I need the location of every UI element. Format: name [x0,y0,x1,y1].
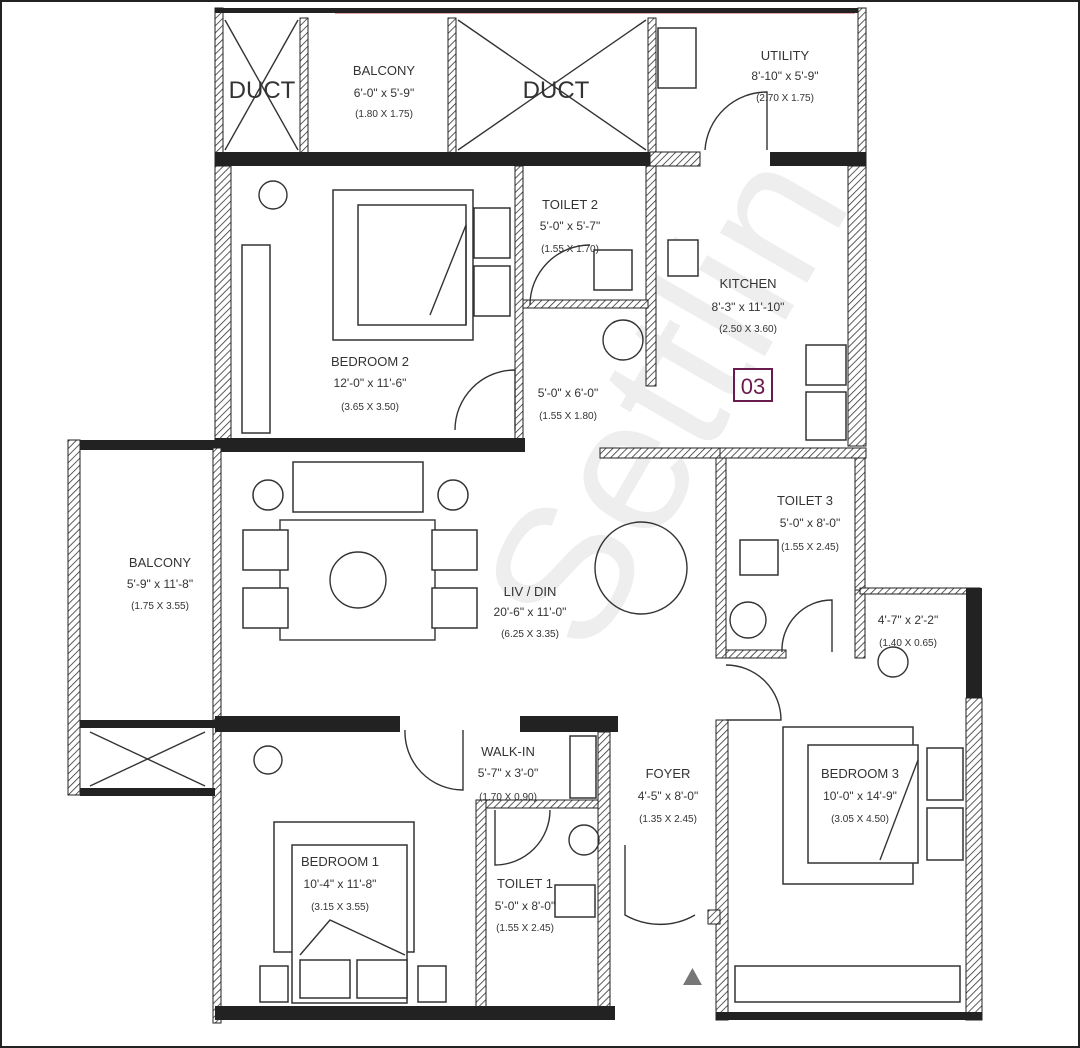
toilet1-dim: 5'-0" x 8'-0" [495,899,555,913]
wardrobe-walkin [569,735,597,799]
duct-crosses [89,19,647,787]
utility-name: UTILITY [761,48,810,63]
toilet3-dim: 5'-0" x 8'-0" [780,516,840,530]
balcony-left-dim: 5'-9" x 11'-8" [127,577,193,591]
passage-metric: (1.55 X 1.80) [539,411,597,422]
kitchen-sink [805,344,847,386]
stove [667,239,699,277]
sofa [292,461,424,513]
passage-dim: 5'-0" x 6'-0" [538,386,598,400]
bedroom1-dim: 10'-4" x 11'-8" [304,877,377,891]
bedroom1-metric: (3.15 X 3.55) [311,902,369,913]
toilet1-metric: (1.55 X 2.45) [496,923,554,934]
toilet3-name: TOILET 3 [777,493,833,508]
balcony-left-name: BALCONY [129,555,191,570]
balcony-top-metric: (1.80 X 1.75) [355,109,413,120]
walls [67,7,983,1024]
bedroom3-metric: (3.05 X 4.50) [831,814,889,825]
unit-tag-box [733,368,773,402]
balcony-left-metric: (1.75 X 3.55) [131,601,189,612]
utility-sink [657,27,697,89]
utility-dim: 8'-10" x 5'-9" [751,69,818,83]
livdin-name: LIV / DIN [504,584,557,599]
toilet2-dim: 5'-0" x 5'-7" [540,219,600,233]
entrance-arrow-icon [682,968,702,985]
kitchen-metric: (2.50 X 3.60) [719,324,777,335]
toilet1-name: TOILET 1 [497,876,553,891]
bedroom2-name: BEDROOM 2 [331,354,409,369]
wardrobe-bedroom2 [241,244,271,434]
coffee-table [329,551,387,609]
duct2-label: DUCT [523,77,590,104]
bedroom3-dim: 10'-0" x 14'-9" [823,789,897,803]
niche-dim: 4'-7" x 2'-2" [878,613,938,627]
duct1-label: DUCT [229,77,296,104]
livdin-dim: 20'-6" x 11'-0" [494,605,567,619]
kitchen-dim: 8'-3" x 11'-10" [712,300,785,314]
toilet2-name: TOILET 2 [542,197,598,212]
toilet2-metric: (1.55 X 1.70) [541,244,599,255]
utility-metric: (2.70 X 1.75) [756,93,814,104]
dining-table [594,521,688,615]
niche-metric: (1.40 X 0.65) [879,638,937,649]
wardrobe-bedroom3 [734,965,961,1003]
unit-tag: 03 [741,374,765,399]
walkin-name: WALK-IN [481,744,535,759]
toilet3-metric: (1.55 X 2.45) [781,542,839,553]
balcony-top-dim: 6'-0" x 5'-9" [354,86,414,100]
bedroom1-name: BEDROOM 1 [301,854,379,869]
livdin-metric: (6.25 X 3.35) [501,629,559,640]
kitchen-name: KITCHEN [719,276,776,291]
walkin-metric: (1.70 X 0.90) [479,792,537,803]
doors [404,91,833,925]
foyer-dim: 4'-5" x 8'-0" [638,789,698,803]
bedroom3-name: BEDROOM 3 [821,766,899,781]
foyer-name: FOYER [646,766,691,781]
bedroom2-metric: (3.65 X 3.50) [341,402,399,413]
walkin-dim: 5'-7" x 3'-0" [478,766,538,780]
bedroom2-dim: 12'-0" x 11'-6" [334,376,407,390]
furniture [241,27,964,1004]
balcony-top-name: BALCONY [353,63,415,78]
room-labels: DUCT DUCT BALCONY 6'-0" x 5'-9" (1.80 X … [127,48,938,934]
foyer-metric: (1.35 X 2.45) [639,814,697,825]
